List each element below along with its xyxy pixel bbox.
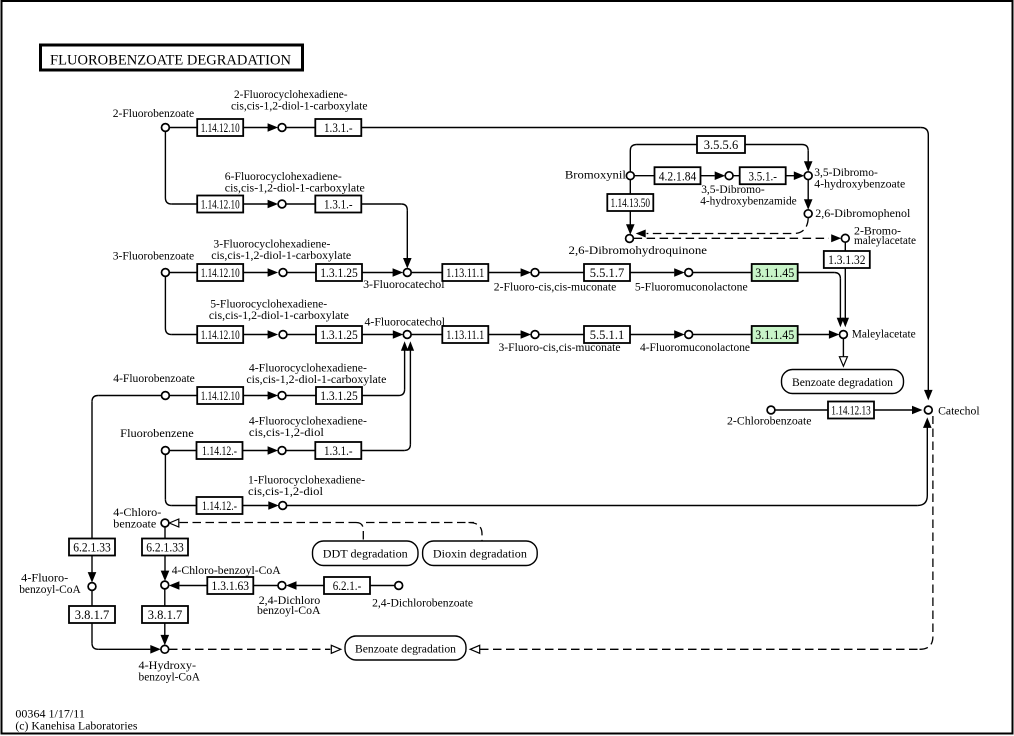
svg-text:4-Fluoromuconolactone: 4-Fluoromuconolactone [640,340,750,354]
svg-text:2,4-Dichlorobenzoate: 2,4-Dichlorobenzoate [372,596,473,610]
svg-text:4-Hydroxy-: 4-Hydroxy- [139,658,197,672]
svg-text:3-Fluorobenzoate: 3-Fluorobenzoate [113,249,195,263]
svg-text:3,5-Dibromo-: 3,5-Dibromo- [701,182,765,196]
svg-text:2-Fluorocyclohexadiene-: 2-Fluorocyclohexadiene- [234,87,348,101]
svg-text:1.14.12.10: 1.14.12.10 [201,120,240,135]
svg-text:1.14.12.-: 1.14.12.- [202,443,237,458]
svg-text:cis,cis-1,2-diol-1-carboxylate: cis,cis-1,2-diol-1-carboxylate [225,181,365,195]
svg-text:2-Bromo-: 2-Bromo- [854,224,901,238]
svg-text:Dioxin degradation: Dioxin degradation [433,547,527,561]
svg-text:Bromoxynil: Bromoxynil [565,167,627,181]
svg-text:3.1.1.45: 3.1.1.45 [755,327,794,342]
svg-text:00364 1/17/11: 00364 1/17/11 [15,707,85,721]
svg-text:benzoate: benzoate [113,516,156,530]
svg-text:3.5.1.-: 3.5.1.- [748,168,777,183]
svg-text:5.5.1.1: 5.5.1.1 [590,327,624,342]
svg-text:1.3.1.32: 1.3.1.32 [828,252,865,267]
svg-text:6.2.1.33: 6.2.1.33 [146,540,184,555]
svg-text:1.3.1.25: 1.3.1.25 [320,388,358,403]
svg-text:DDT degradation: DDT degradation [323,547,408,561]
svg-text:maleylacetate: maleylacetate [854,233,916,247]
svg-text:3.1.1.45: 3.1.1.45 [755,265,794,280]
svg-text:4-Fluorocyclohexadiene-: 4-Fluorocyclohexadiene- [249,413,367,427]
svg-text:1.3.1.-: 1.3.1.- [324,197,353,212]
svg-text:3-Fluorocatechol: 3-Fluorocatechol [363,277,445,291]
svg-text:1.13.11.1: 1.13.11.1 [446,265,484,280]
svg-text:3,5-Dibromo-: 3,5-Dibromo- [814,165,878,179]
svg-text:4-hydroxybenzoate: 4-hydroxybenzoate [814,176,905,190]
svg-text:2-Chlorobenzoate: 2-Chlorobenzoate [727,413,812,427]
svg-text:1.14.12.13: 1.14.12.13 [831,403,871,418]
svg-text:Benzoate degradation: Benzoate degradation [792,375,893,389]
svg-text:2-Fluoro-cis,cis-muconate: 2-Fluoro-cis,cis-muconate [494,280,617,294]
svg-text:6.2.1.33: 6.2.1.33 [73,540,111,555]
svg-text:1.14.12.10: 1.14.12.10 [201,197,240,212]
svg-text:3.8.1.7: 3.8.1.7 [148,607,183,622]
svg-text:benzoyl-CoA: benzoyl-CoA [257,603,321,617]
svg-text:cis,cis-1,2-diol: cis,cis-1,2-diol [249,425,325,439]
svg-text:cis,cis-1,2-diol-1-carboxylate: cis,cis-1,2-diol-1-carboxylate [211,248,351,262]
svg-text:4-Chloro-: 4-Chloro- [113,505,161,519]
svg-text:1.14.13.50: 1.14.13.50 [611,195,651,210]
svg-text:Catechol: Catechol [938,403,980,417]
svg-text:Fluorobenzene: Fluorobenzene [120,426,194,440]
svg-text:4-Fluoro-: 4-Fluoro- [21,571,68,585]
svg-text:5-Fluoromuconolactone: 5-Fluoromuconolactone [635,280,748,294]
svg-text:1.3.1.-: 1.3.1.- [324,443,353,458]
svg-text:1-Fluorocyclohexadiene-: 1-Fluorocyclohexadiene- [248,472,365,486]
svg-text:3.8.1.7: 3.8.1.7 [75,607,110,622]
svg-text:Maleylacetate: Maleylacetate [852,327,916,341]
svg-text:benzoyl-CoA: benzoyl-CoA [19,582,81,596]
svg-text:benzoyl-CoA: benzoyl-CoA [139,670,201,684]
svg-text:4-Fluorobenzoate: 4-Fluorobenzoate [113,371,195,385]
svg-text:4-hydroxybenzamide: 4-hydroxybenzamide [700,194,797,208]
svg-text:4.2.1.84: 4.2.1.84 [659,168,697,183]
svg-text:3.5.5.6: 3.5.5.6 [704,137,739,152]
svg-text:2-Fluorobenzoate: 2-Fluorobenzoate [113,106,195,120]
svg-text:3-Fluoro-cis,cis-muconate: 3-Fluoro-cis,cis-muconate [499,340,621,354]
svg-text:1.13.11.1: 1.13.11.1 [446,327,484,342]
svg-text:2,6-Dibromophenol: 2,6-Dibromophenol [815,206,911,220]
svg-text:1.3.1.63: 1.3.1.63 [212,578,250,593]
svg-text:4-Fluorocyclohexadiene-: 4-Fluorocyclohexadiene- [249,360,367,374]
svg-text:1.14.12.10: 1.14.12.10 [201,327,240,342]
svg-text:1.14.12.10: 1.14.12.10 [201,388,240,403]
svg-text:1.3.1.25: 1.3.1.25 [320,327,358,342]
svg-text:2,4-Dichloro: 2,4-Dichloro [259,593,321,607]
svg-text:(c) Kanehisa Laboratories: (c) Kanehisa Laboratories [15,719,137,733]
svg-text:1.14.12.10: 1.14.12.10 [201,265,240,280]
svg-text:5.5.1.7: 5.5.1.7 [590,265,625,280]
svg-text:6-Fluorocyclohexadiene-: 6-Fluorocyclohexadiene- [225,169,342,183]
svg-text:1.14.12.-: 1.14.12.- [202,498,237,513]
svg-text:cis,cis-1,2-diol-1-carboxylate: cis,cis-1,2-diol-1-carboxylate [209,308,349,322]
svg-text:4-Fluorocatechol: 4-Fluorocatechol [365,315,446,329]
svg-text:cis,cis-1,2-diol-1-carboxylate: cis,cis-1,2-diol-1-carboxylate [231,98,368,112]
svg-text:cis,cis-1,2-diol: cis,cis-1,2-diol [248,484,324,498]
svg-text:5-Fluorocyclohexadiene-: 5-Fluorocyclohexadiene- [210,296,327,310]
svg-text:1.3.1.25: 1.3.1.25 [320,265,358,280]
svg-text:FLUOROBENZOATE DEGRADATION: FLUOROBENZOATE DEGRADATION [50,53,291,69]
svg-text:3-Fluorocyclohexadiene-: 3-Fluorocyclohexadiene- [213,236,330,250]
svg-text:4-Chloro-benzoyl-CoA: 4-Chloro-benzoyl-CoA [172,563,281,577]
svg-text:2,6-Dibromohydroquinone: 2,6-Dibromohydroquinone [569,243,708,257]
svg-text:cis,cis-1,2-diol-1-carboxylate: cis,cis-1,2-diol-1-carboxylate [246,372,386,386]
svg-text:6.2.1.-: 6.2.1.- [333,578,362,593]
svg-text:Benzoate degradation: Benzoate degradation [355,641,456,655]
svg-text:1.3.1.-: 1.3.1.- [324,120,353,135]
